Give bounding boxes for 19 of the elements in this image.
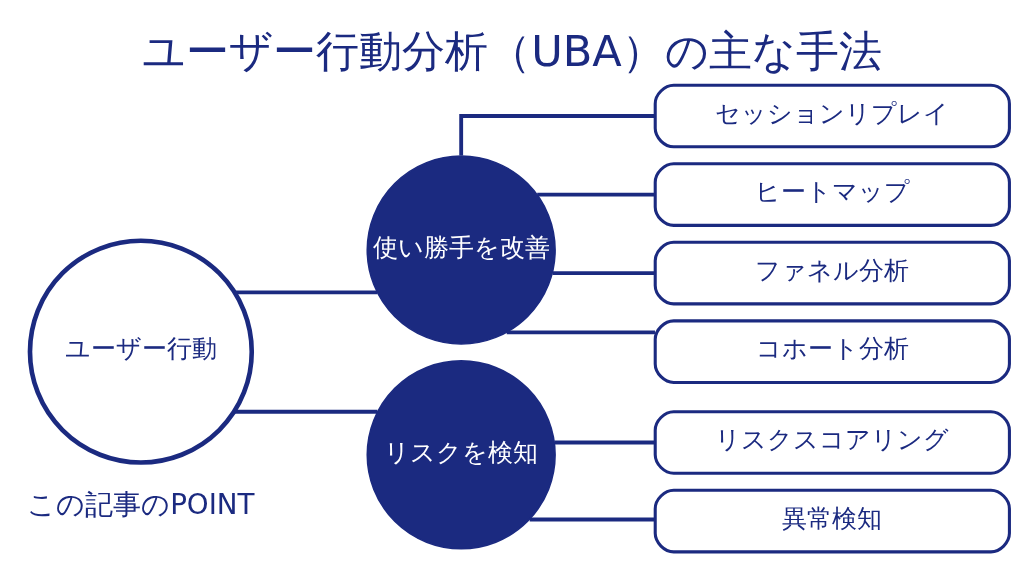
connector — [506, 329, 655, 334]
node-circle: ユーザー行動 — [27, 237, 255, 465]
connector — [552, 270, 656, 275]
node-circle: リスクを検知 — [366, 359, 556, 550]
node-box: コホート分析 — [653, 318, 1011, 384]
node-box: 異常検知 — [653, 488, 1011, 553]
connector — [529, 517, 655, 521]
node-circle: 使い勝手を改善 — [366, 154, 556, 345]
connector — [537, 192, 655, 196]
node-box: ヒートマップ — [653, 161, 1011, 227]
connector — [554, 440, 656, 444]
connector — [459, 113, 655, 155]
label: この記事のPOINT — [27, 487, 255, 521]
node-box: セッションリプレイ — [653, 83, 1011, 148]
node-box: リスクスコアリング — [653, 409, 1011, 475]
connector — [234, 289, 378, 294]
diagram-title: ユーザー行動分析（UBA）の主な手法 — [142, 25, 882, 76]
connector — [234, 409, 378, 414]
node-box: ファネル分析 — [653, 240, 1011, 305]
